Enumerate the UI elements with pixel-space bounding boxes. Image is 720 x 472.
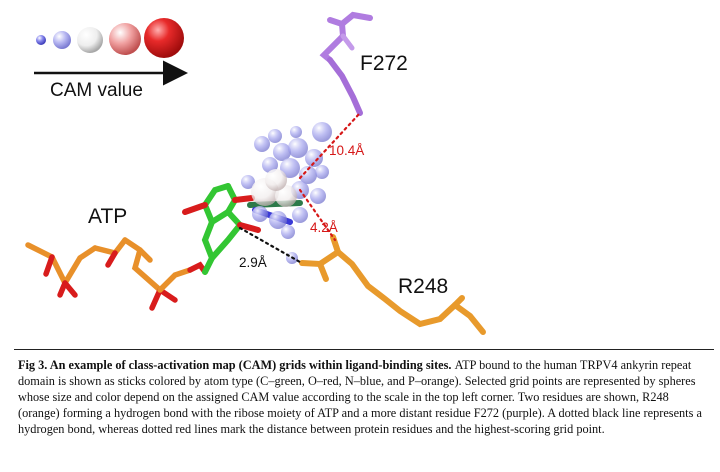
scale-sphere-3 [77, 27, 103, 53]
cam-grid-spheres [241, 122, 332, 264]
figure-caption: Fig 3. An example of class-activation ma… [18, 357, 704, 437]
distance-label-far: 10.4Å [329, 143, 364, 158]
hbond-black [238, 226, 302, 264]
distance-label-near: 4.2Å [310, 220, 338, 235]
red-distance-far [298, 111, 362, 180]
distance-label-hbond: 2.9Å [239, 255, 267, 270]
molecular-figure: CAM value F272 R248 [25, 11, 486, 335]
label-atp: ATP [88, 205, 127, 228]
atp-phosphate-chain [25, 237, 208, 311]
scale-sphere-5 [144, 18, 184, 58]
red-distance-near [298, 188, 337, 242]
caption-lead: Fig 3. An example of class-activation ma… [18, 358, 455, 372]
distance-lines [238, 111, 362, 264]
scale-sphere-4 [109, 23, 141, 55]
residue-f272 [319, 11, 373, 116]
caption-divider [14, 349, 714, 350]
cam-scale-legend: CAM value [34, 18, 188, 101]
residue-r248 [299, 234, 486, 335]
scale-sphere-2 [53, 31, 71, 49]
label-r248: R248 [398, 275, 448, 298]
cam-scale-label: CAM value [50, 80, 143, 101]
label-f272: F272 [360, 52, 408, 75]
scale-sphere-1 [36, 35, 46, 45]
caption-body: ATP bound to the human TRPV4 ankyrin rep… [18, 358, 702, 437]
